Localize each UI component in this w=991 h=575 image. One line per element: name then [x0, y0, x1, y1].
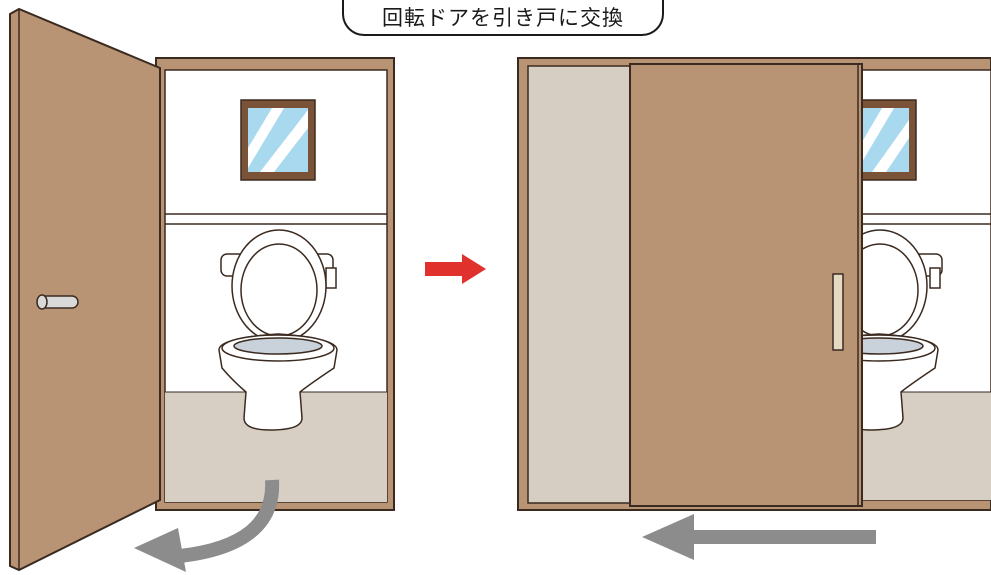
sliding-door: [629, 63, 863, 507]
toilet-icon: [218, 229, 338, 431]
slide-arrow-icon: [642, 514, 876, 560]
swing-door: [9, 7, 161, 572]
door-handle-icon: [832, 273, 844, 351]
left-scene: [9, 7, 395, 572]
mirror-icon: [857, 99, 917, 181]
right-wall-panel: [527, 65, 631, 504]
diagram-title: 回転ドアを引き戸に交換: [342, 0, 664, 36]
mirror-icon: [240, 99, 316, 181]
transition-arrow-icon: [425, 254, 486, 284]
door-handle-icon: [36, 294, 79, 310]
swing-arrow-icon: [134, 479, 280, 572]
right-scene: [517, 57, 991, 560]
